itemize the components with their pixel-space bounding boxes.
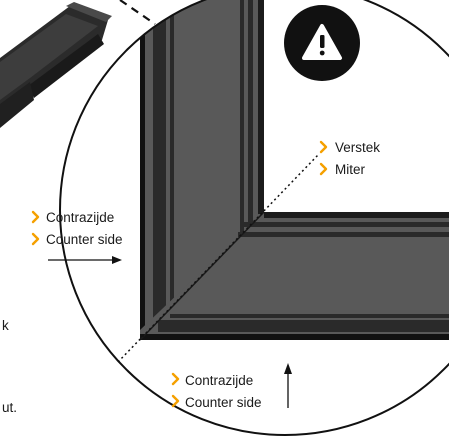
clipped-text-fragment: ut. (2, 400, 17, 415)
aluminium-profile-photo (0, 2, 112, 128)
up-arrow-icon (284, 363, 292, 408)
chevron-right-icon (319, 162, 328, 176)
dashed-leader-line (119, 0, 156, 25)
miter-label-nl: Verstek (335, 140, 380, 155)
chevron-right-icon (319, 140, 328, 154)
left-counter-side-label: Contrazijde Counter side (31, 210, 123, 264)
left-counter-side-en: Counter side (46, 232, 123, 247)
chevron-right-icon (171, 372, 180, 386)
bottom-counter-side-label: Contrazijde Counter side (171, 363, 292, 410)
chevron-right-icon (31, 232, 40, 246)
bottom-counter-side-nl: Contrazijde (185, 373, 253, 388)
clipped-text-fragment: k (2, 318, 9, 333)
horizontal-frame-profile (140, 212, 449, 340)
miter-label: Verstek Miter (319, 140, 380, 177)
right-arrow-icon (48, 256, 122, 264)
warning-badge (284, 5, 360, 81)
bottom-counter-side-en: Counter side (185, 395, 262, 410)
magnifier-circle (59, 0, 449, 436)
chevron-right-icon (171, 394, 180, 408)
miter-label-en: Miter (335, 162, 366, 177)
left-counter-side-nl: Contrazijde (46, 210, 114, 225)
warning-exclamation-icon (302, 24, 342, 60)
chevron-right-icon (31, 210, 40, 224)
